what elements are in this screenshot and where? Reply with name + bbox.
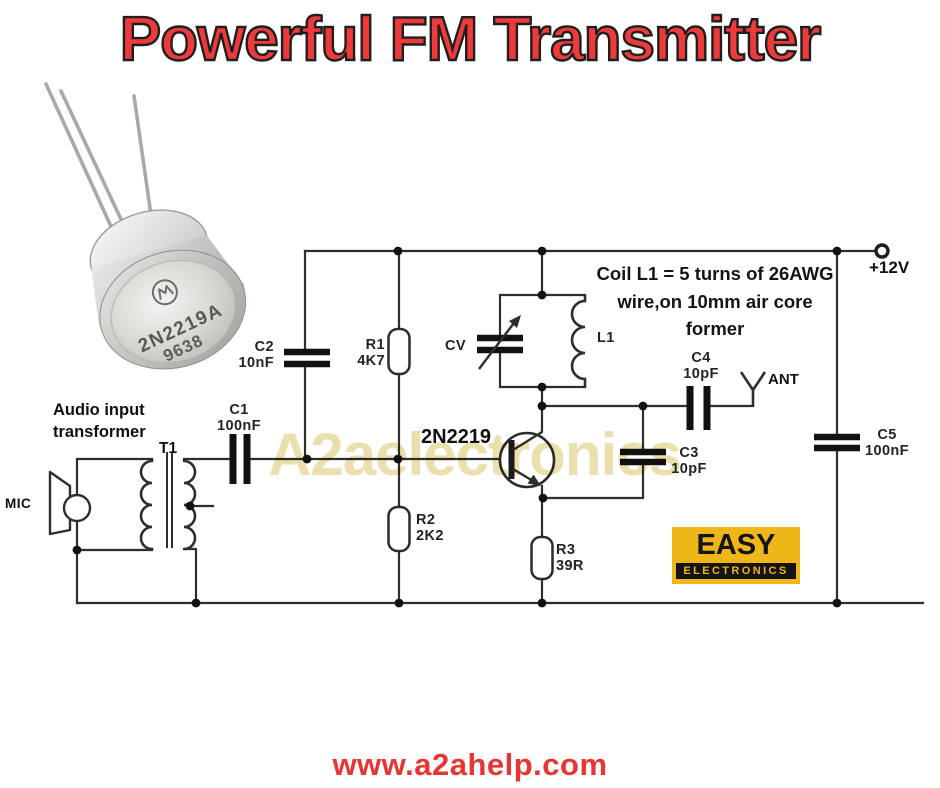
motorola-m-glyph bbox=[158, 285, 175, 300]
transistor-leads bbox=[44, 82, 154, 235]
label-c1: C1 100nF bbox=[208, 402, 270, 434]
r2-value: 2K2 bbox=[416, 528, 444, 544]
mic-symbol bbox=[48, 470, 92, 536]
transistor-photo: 2N2219A 9638 bbox=[44, 82, 247, 370]
label-c3: C3 10pF bbox=[659, 445, 719, 477]
c4-value: 10pF bbox=[683, 366, 719, 382]
l1-ref: L1 bbox=[597, 330, 615, 346]
coil-note-line1: Coil L1 = 5 turns of 26AWG bbox=[596, 263, 834, 284]
easy-electronics-logo: EASY ELECTRONICS bbox=[672, 527, 800, 584]
brand-subtitle: ELECTRONICS bbox=[676, 563, 796, 579]
label-cv: CV bbox=[445, 338, 466, 354]
c2-ref: C2 bbox=[254, 339, 274, 355]
resistor-r1 bbox=[387, 327, 411, 376]
label-transistor: 2N2219 bbox=[421, 426, 492, 448]
label-c5: C5 100nF bbox=[856, 427, 918, 459]
motorola-m-icon bbox=[151, 279, 178, 306]
label-supply: +12V bbox=[869, 258, 910, 277]
inductor-l1 bbox=[570, 295, 587, 387]
capacitor-cv-variable bbox=[477, 315, 523, 370]
label-t1: T1 bbox=[159, 440, 178, 457]
capacitor-c1 bbox=[229, 434, 251, 484]
wire-c3 bbox=[541, 404, 645, 500]
t1-primary-winding bbox=[139, 459, 154, 551]
coil-note-line3: former bbox=[685, 318, 745, 339]
c1-value: 100nF bbox=[217, 418, 261, 434]
t1-secondary-winding bbox=[183, 459, 197, 551]
capacitor-c5 bbox=[814, 433, 860, 452]
c3-value: 10pF bbox=[671, 461, 707, 477]
label-r2: R2 2K2 bbox=[416, 512, 444, 544]
coil-note: Coil L1 = 5 turns of 26AWG wire,on 10mm … bbox=[586, 260, 844, 343]
label-r3: R3 39R bbox=[556, 542, 584, 574]
label-mic: MIC bbox=[5, 496, 32, 511]
cv-ref: CV bbox=[445, 338, 466, 354]
transformer-t1 bbox=[139, 452, 197, 551]
brand-name: EASY bbox=[696, 529, 776, 561]
junction-dots bbox=[72, 246, 842, 608]
c2-value: 10nF bbox=[238, 355, 274, 371]
capacitor-c2 bbox=[284, 348, 330, 368]
resistor-r2 bbox=[387, 505, 411, 553]
r1-value: 4K7 bbox=[357, 353, 385, 369]
r1-ref: R1 bbox=[365, 337, 385, 353]
label-c4: C4 10pF bbox=[671, 350, 731, 382]
label-c2: C2 10nF bbox=[214, 339, 274, 371]
transistor-symbol-2n2219 bbox=[498, 430, 556, 489]
c1-ref: C1 bbox=[229, 402, 249, 418]
c5-ref: C5 bbox=[877, 427, 897, 443]
coil-note-line2: wire,on 10mm air core bbox=[617, 290, 813, 312]
page-title: Powerful FM Transmitter bbox=[119, 4, 823, 75]
c4-ref: C4 bbox=[691, 350, 711, 366]
label-l1: L1 bbox=[597, 330, 615, 346]
r2-ref: R2 bbox=[416, 512, 436, 528]
capacitor-c3 bbox=[620, 448, 666, 466]
t1-core bbox=[166, 452, 173, 548]
r3-ref: R3 bbox=[556, 542, 576, 558]
antenna-icon bbox=[739, 371, 767, 406]
footer-url: www.a2ahelp.com bbox=[332, 747, 608, 782]
capacitor-c4 bbox=[686, 386, 711, 430]
wire-mic-loop bbox=[75, 457, 154, 605]
c5-value: 100nF bbox=[865, 443, 909, 459]
audio-line2: transformer bbox=[53, 423, 146, 441]
r3-value: 39R bbox=[556, 558, 584, 574]
audio-line1: Audio input bbox=[53, 401, 145, 419]
c3-ref: C3 bbox=[679, 445, 699, 461]
supply-terminal bbox=[874, 243, 890, 259]
label-r1: R1 4K7 bbox=[335, 337, 385, 369]
label-ant: ANT bbox=[768, 371, 799, 388]
resistor-r3 bbox=[530, 535, 554, 581]
label-audio-transformer: Audio input transformer bbox=[53, 399, 146, 443]
